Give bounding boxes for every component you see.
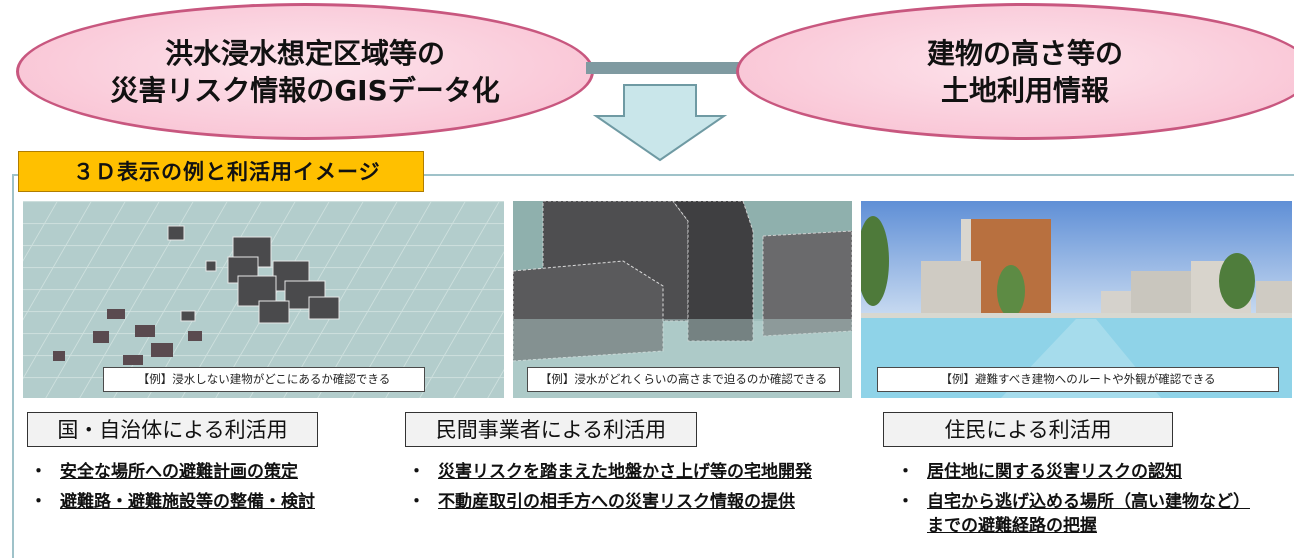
panel-2-caption: 【例】浸水がどれくらいの高さまで迫るのか確認できる bbox=[527, 367, 840, 392]
bullet-marker: ・ bbox=[897, 462, 914, 482]
left-ellipse-line2: 災害リスク情報のGISデータ化 bbox=[110, 73, 500, 107]
category-private-business: 民間事業者による利活用 bbox=[405, 412, 697, 447]
bullet-text: 自宅から逃げ込める場所（高い建物など） bbox=[927, 492, 1250, 512]
bullet-text: 災害リスクを踏まえた地盤かさ上げ等の宅地開発 bbox=[438, 462, 812, 482]
bullet-text: 安全な場所への避難計画の策定 bbox=[60, 462, 298, 482]
category-government: 国・自治体による利活用 bbox=[27, 412, 318, 447]
bullet-text: までの避難経路の把握 bbox=[927, 516, 1097, 536]
left-ellipse-line1: 洪水浸水想定区域等の bbox=[164, 36, 445, 70]
aerial-3d-map-image bbox=[23, 201, 504, 398]
section-frame bbox=[12, 174, 1294, 558]
down-arrow-icon bbox=[592, 84, 728, 162]
bullet-text: 居住地に関する災害リスクの認知 bbox=[927, 462, 1182, 482]
bullet-text: 避難路・避難施設等の整備・検討 bbox=[60, 492, 315, 512]
bullet-text: 不動産取引の相手方への災害リスク情報の提供 bbox=[438, 492, 795, 512]
bullet-marker: ・ bbox=[408, 462, 425, 482]
bullet-marker: ・ bbox=[408, 492, 425, 512]
bullet-marker: ・ bbox=[30, 462, 47, 482]
right-ellipse: 建物の高さ等の 土地利用情報 bbox=[736, 3, 1294, 140]
bullet-marker: ・ bbox=[897, 492, 914, 512]
panel-closeup-view: 【例】浸水がどれくらいの高さまで迫るのか確認できる bbox=[513, 201, 852, 398]
panel-aerial-view: 【例】浸水しない建物がどこにあるか確認できる bbox=[23, 201, 504, 398]
panel-1-caption: 【例】浸水しない建物がどこにあるか確認できる bbox=[103, 367, 425, 392]
category-residents: 住民による利活用 bbox=[883, 412, 1173, 447]
connector-bar bbox=[586, 62, 740, 74]
right-ellipse-line2: 土地利用情報 bbox=[940, 73, 1109, 107]
section-title: ３Ｄ表示の例と利活用イメージ bbox=[18, 151, 424, 192]
panel-street-view: 【例】避難すべき建物へのルートや外観が確認できる bbox=[861, 201, 1292, 398]
right-ellipse-line1: 建物の高さ等の bbox=[926, 36, 1123, 70]
panel-3-caption: 【例】避難すべき建物へのルートや外観が確認できる bbox=[877, 367, 1279, 392]
left-ellipse: 洪水浸水想定区域等の 災害リスク情報のGISデータ化 bbox=[16, 3, 594, 140]
bullet-marker: ・ bbox=[30, 492, 47, 512]
